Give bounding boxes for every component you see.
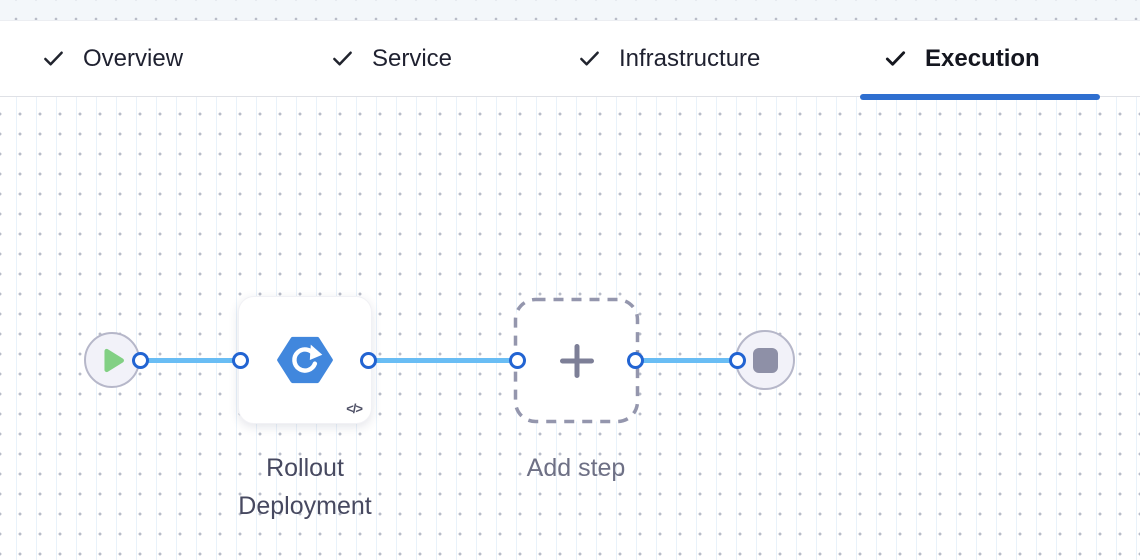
- connector-port[interactable]: [232, 352, 249, 369]
- check-icon: [578, 47, 601, 70]
- code-icon: </>: [346, 401, 363, 416]
- tab-service[interactable]: Service: [331, 21, 452, 96]
- plus-icon: [559, 343, 595, 379]
- tab-label: Infrastructure: [619, 44, 761, 72]
- stop-icon: [752, 347, 778, 373]
- check-icon: [42, 47, 65, 70]
- check-icon: [884, 47, 907, 70]
- tab-label: Execution: [925, 44, 1040, 72]
- tab-infrastructure[interactable]: Infrastructure: [578, 21, 760, 96]
- tab-overview[interactable]: Overview: [42, 21, 183, 96]
- active-tab-indicator: [860, 94, 1100, 100]
- tab-execution[interactable]: Execution: [884, 21, 1040, 96]
- tab-label: Overview: [83, 44, 184, 72]
- connector-line: [368, 358, 517, 363]
- check-icon: [331, 47, 354, 70]
- connector-line: [140, 358, 240, 363]
- start-node: [84, 332, 140, 388]
- play-icon: [101, 346, 128, 375]
- connector-port[interactable]: [132, 352, 149, 369]
- add-step-label: Add step: [526, 454, 626, 482]
- step-node-rollout-deployment[interactable]: </>: [238, 296, 372, 424]
- add-step-button[interactable]: [513, 297, 640, 424]
- canvas-top-strip: [0, 0, 1140, 20]
- kubernetes-rollout-icon: [276, 335, 334, 385]
- connector-line: [635, 358, 737, 363]
- pipeline-canvas[interactable]: </> Rollout Deployment Add step: [0, 97, 1140, 560]
- connector-port[interactable]: [627, 352, 644, 369]
- connector-port[interactable]: [509, 352, 526, 369]
- connector-port[interactable]: [360, 352, 377, 369]
- tab-label: Service: [372, 44, 453, 72]
- step-label-rollout-deployment: Rollout Deployment: [238, 454, 372, 520]
- connector-port[interactable]: [729, 352, 746, 369]
- stage-setup-tabbar: Overview Service Infrastructure Executio…: [0, 20, 1140, 100]
